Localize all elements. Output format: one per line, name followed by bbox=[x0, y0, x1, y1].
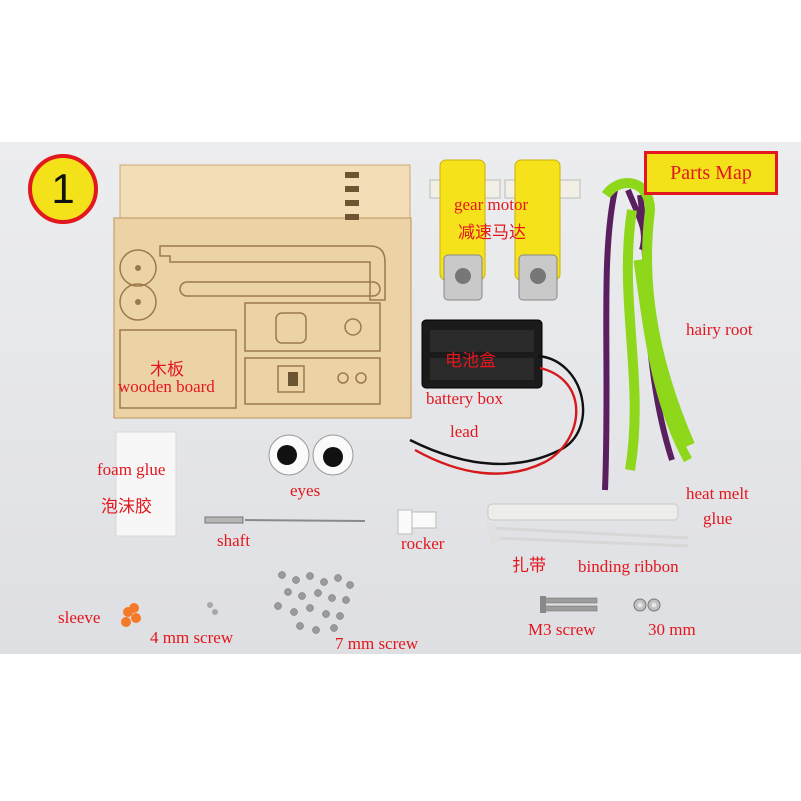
heat-melt-glue-stick bbox=[487, 503, 679, 521]
label-lead: lead bbox=[450, 422, 479, 441]
label-wood-en: wooden board bbox=[118, 377, 215, 396]
label-4mm-screw: 4 mm screw bbox=[150, 628, 234, 647]
rocker bbox=[397, 509, 437, 535]
wooden-board bbox=[113, 164, 412, 419]
label-foam-glue-en: foam glue bbox=[97, 460, 166, 479]
label-glue: glue bbox=[703, 509, 733, 528]
label-7mm-screw: 7 mm screw bbox=[335, 634, 419, 653]
parts-map-title: Parts Map bbox=[644, 151, 778, 195]
binding-ribbons bbox=[486, 522, 689, 548]
pipe-cleaners bbox=[601, 178, 695, 491]
label-gear-motor-en: gear motor bbox=[454, 195, 529, 214]
label-tie-zh: 扎带 bbox=[512, 556, 546, 575]
nuts bbox=[633, 598, 661, 612]
label-gear-motor-zh: 减速马达 bbox=[458, 223, 526, 242]
label-rocker: rocker bbox=[401, 534, 445, 553]
label-hairy-root: hairy root bbox=[686, 320, 753, 339]
shaft bbox=[204, 516, 366, 524]
label-eyes: eyes bbox=[290, 481, 321, 500]
sleeves bbox=[121, 603, 141, 627]
m3-screws bbox=[540, 596, 598, 613]
step-number: 1 bbox=[51, 165, 75, 212]
foam-glue-pad bbox=[115, 431, 177, 537]
googly-eyes bbox=[268, 434, 354, 476]
label-wood-zh: 木板 bbox=[150, 360, 184, 379]
label-sleeve: sleeve bbox=[58, 608, 101, 627]
label-heat-melt: heat melt bbox=[686, 484, 749, 503]
label-foam-glue-zh: 泡沫胶 bbox=[101, 497, 152, 516]
battery-box bbox=[409, 319, 585, 475]
screws-4mm bbox=[207, 602, 218, 615]
label-binding-ribbon: binding ribbon bbox=[578, 557, 679, 576]
label-shaft: shaft bbox=[217, 531, 251, 550]
label-30mm: 30 mm bbox=[648, 620, 696, 639]
label-battery-en: battery box bbox=[426, 389, 503, 408]
label-m3-screw: M3 screw bbox=[528, 620, 596, 639]
gear-motors bbox=[429, 159, 581, 301]
label-battery-zh: 电池盒 bbox=[445, 351, 496, 370]
screws-7mm bbox=[274, 571, 354, 634]
step-badge: 1 bbox=[28, 154, 98, 224]
